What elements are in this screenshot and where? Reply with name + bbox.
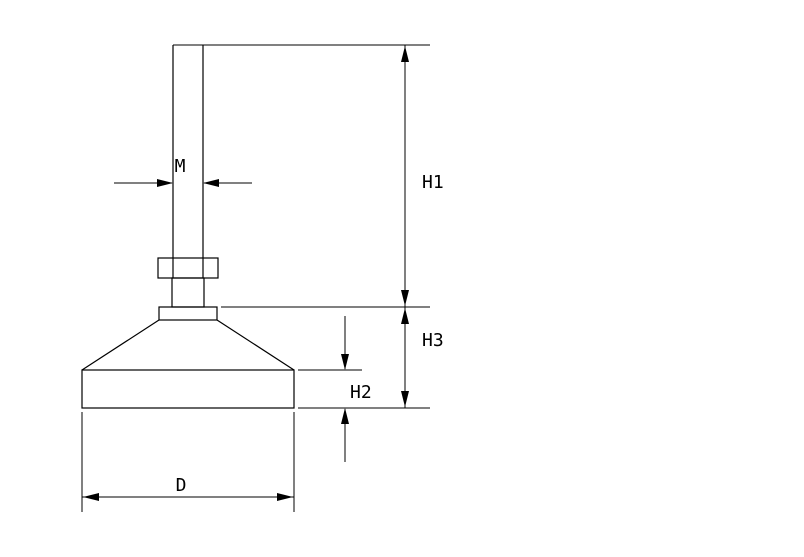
arrowhead-h2-top-icon: [341, 354, 349, 370]
arrowhead-h3-top-icon: [401, 308, 409, 324]
arrowhead-m-right-icon: [203, 179, 219, 187]
arrowhead-d-left-icon: [83, 493, 99, 501]
hex-nut: [157, 257, 219, 279]
arrowhead-m-left-icon: [157, 179, 173, 187]
stud-neck: [171, 277, 205, 308]
arrowhead-h1-top-icon: [401, 46, 409, 62]
foot-cone-left-edge: [81, 319, 160, 371]
dim-label-foot-height: H3: [422, 330, 444, 351]
foot-collar: [158, 306, 218, 321]
arrowhead-h3-bottom-icon: [401, 391, 409, 407]
foot-base: [81, 369, 295, 409]
dim-label-stud-height: H1: [422, 172, 444, 193]
dim-label-base-height: H2: [350, 382, 372, 403]
arrowhead-h1-bottom-icon: [401, 290, 409, 306]
foot-cone-right-edge: [216, 319, 295, 371]
dimensions: M H1 H3 H2 D: [81, 44, 444, 512]
part-outline: [81, 45, 295, 409]
arrowhead-h2-bottom-icon: [341, 408, 349, 424]
dim-label-thread-diameter: M: [175, 156, 186, 177]
dim-label-base-diameter: D: [176, 475, 187, 496]
arrowhead-d-right-icon: [277, 493, 293, 501]
